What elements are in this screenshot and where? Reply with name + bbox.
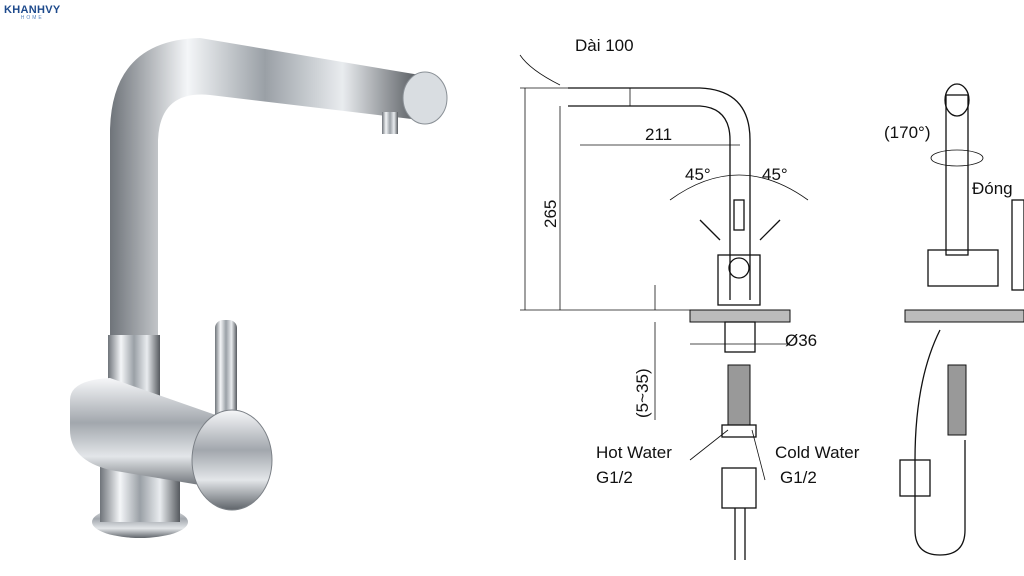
- hot-water-size: G1/2: [596, 468, 633, 487]
- diameter-label: Ø36: [785, 331, 817, 350]
- technical-drawing-front: Dài 100 211 265 45° 45° Ø36 (5~35) Hot W…: [519, 36, 860, 560]
- right-angle-label: 45°: [762, 165, 788, 184]
- spray-length-label: Dài 100: [575, 36, 634, 55]
- faucet-photo: [70, 38, 448, 538]
- cold-water-label: Cold Water: [775, 443, 860, 462]
- reach-dimension: 211: [645, 125, 672, 144]
- rotation-angle-label: (170°): [884, 123, 930, 142]
- logo-text: KHANHVY: [4, 4, 61, 16]
- logo-subtext: HOME: [20, 15, 44, 21]
- brand-logo: KHANHVY HOME: [4, 4, 61, 21]
- cold-water-size: G1/2: [780, 468, 817, 487]
- deck-thickness-label: (5~35): [633, 368, 652, 418]
- close-direction-label: Đóng: [972, 179, 1013, 198]
- left-angle-label: 45°: [685, 165, 711, 184]
- height-dimension: 265: [541, 200, 560, 228]
- technical-drawing-side: (170°) Đóng: [884, 83, 1024, 556]
- hot-water-label: Hot Water: [596, 443, 672, 462]
